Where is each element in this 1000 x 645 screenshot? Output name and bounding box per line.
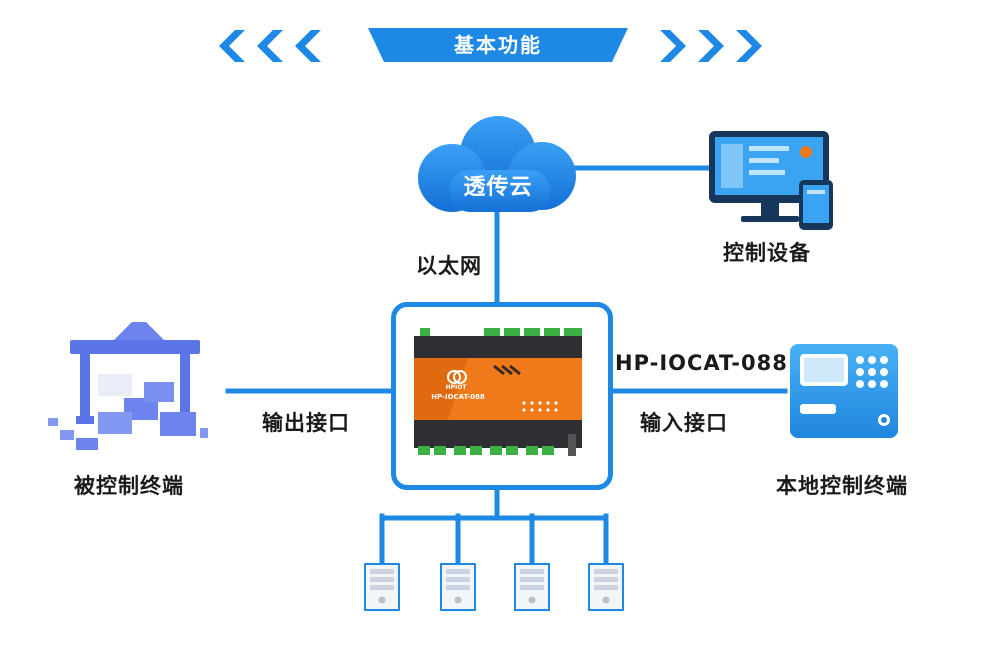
right-chevrons-icon <box>660 30 762 62</box>
output-port-label: 输出接口 <box>262 411 350 435</box>
device-model-label: HP-IOCAT-088 <box>615 351 788 375</box>
local-terminal-label: 本地控制终端 <box>776 474 908 498</box>
panel-model: HP-IOCAT-088 <box>431 393 485 401</box>
control-device-label: 控制设备 <box>723 241 811 265</box>
header-banner: 基本功能 <box>368 28 628 62</box>
panel-brand: HPIOT <box>445 384 467 391</box>
cloud-label: 透传云 <box>463 175 533 200</box>
sensor-unit-icon <box>440 563 476 611</box>
page-title: 基本功能 <box>454 33 542 57</box>
cloud-icon <box>418 116 576 212</box>
monitor-phone-icon <box>709 131 833 230</box>
controlled-terminal-label: 被控制终端 <box>74 474 184 498</box>
io-module-icon <box>414 328 582 456</box>
left-chevrons-icon <box>219 30 321 62</box>
sensor-unit-icon <box>588 563 624 611</box>
input-port-label: 输入接口 <box>640 411 728 435</box>
keypad-terminal-icon <box>790 344 898 438</box>
sensor-unit-icon <box>364 563 400 611</box>
crane-containers-icon <box>48 322 208 450</box>
ethernet-label: 以太网 <box>416 254 482 278</box>
sensor-unit-icon <box>514 563 550 611</box>
hpiot-logo <box>447 370 467 384</box>
